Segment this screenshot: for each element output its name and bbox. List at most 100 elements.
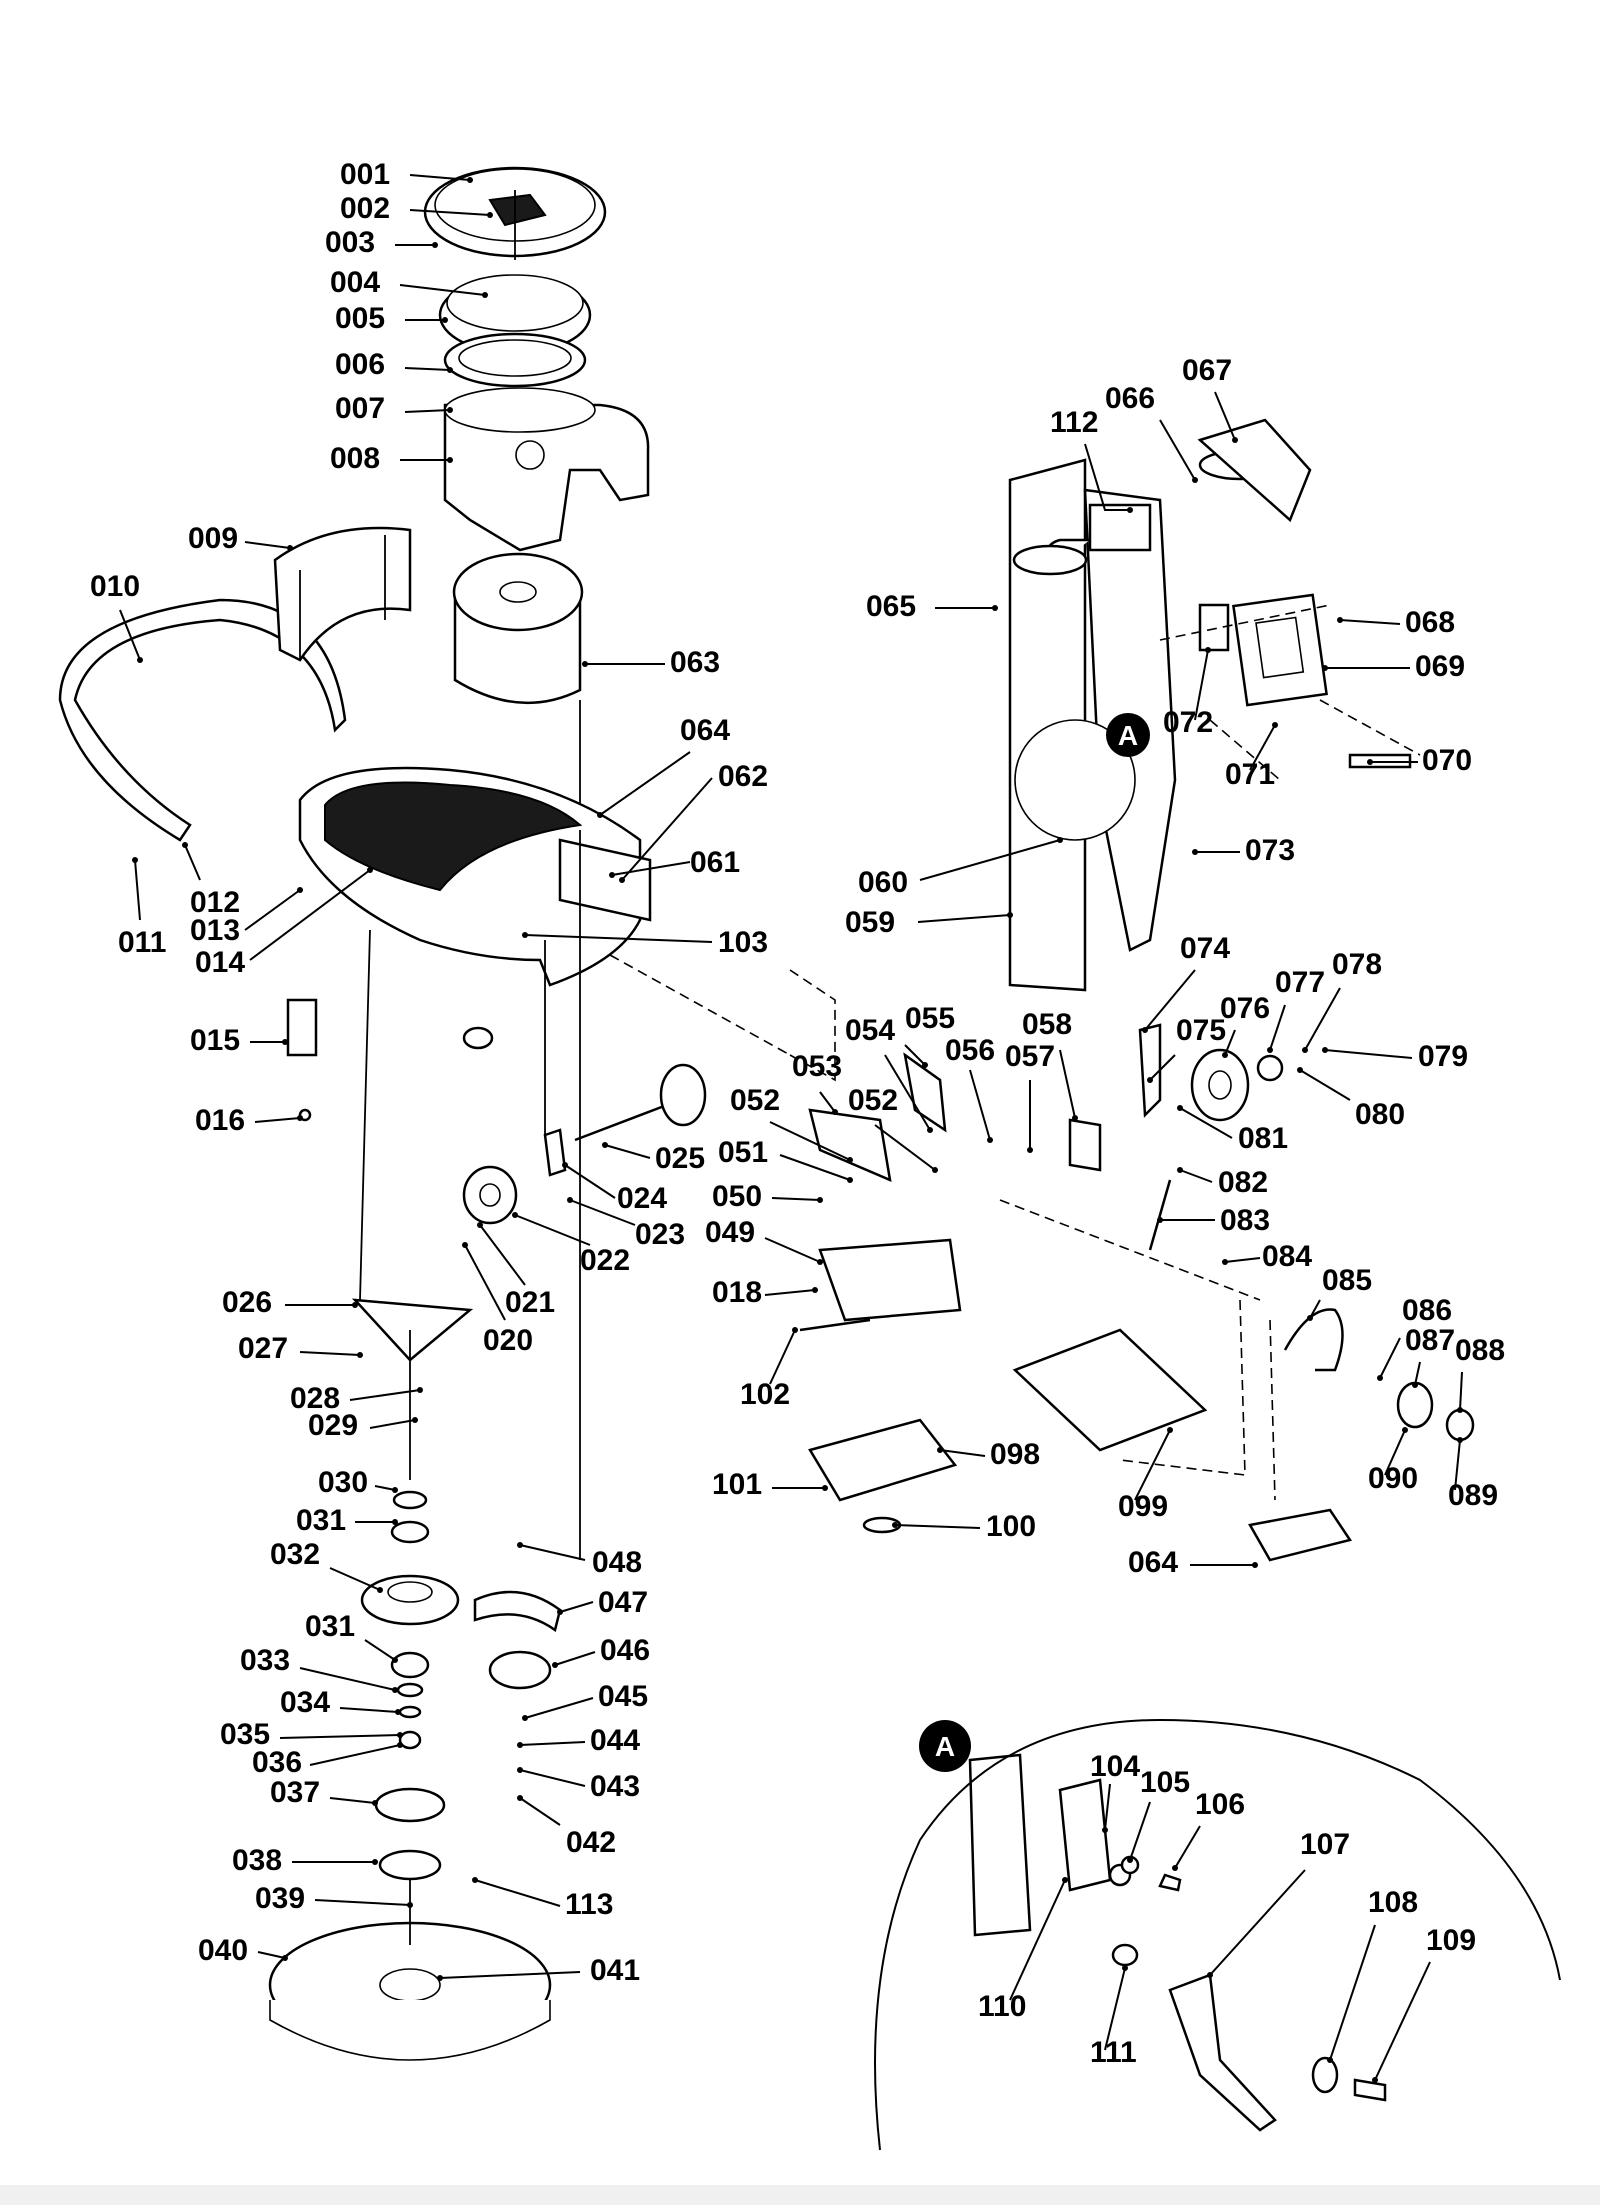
callout-015: 015: [190, 1024, 288, 1057]
callout-label: 083: [1220, 1204, 1270, 1237]
callout-069: 069: [1322, 650, 1465, 683]
callout-059: 059: [845, 906, 1013, 939]
callout-070: 070: [1367, 744, 1472, 777]
callout-113: 113: [472, 1877, 613, 1921]
leader-tip: [1232, 437, 1238, 443]
part-drawings: [58, 166, 1475, 2132]
leader-tip: [1027, 1147, 1033, 1153]
callout-031b: 031: [305, 1610, 398, 1663]
callout-label: 023: [635, 1218, 685, 1251]
detail-a-badge-main: A: [1106, 713, 1150, 757]
leader-tip: [397, 1732, 403, 1738]
callout-074: 074: [1142, 932, 1230, 1033]
footer-bar: [0, 2185, 1600, 2205]
callout-018: 018: [712, 1276, 818, 1309]
callout-089: 089: [1448, 1437, 1498, 1512]
leader-line: [257, 1951, 286, 1959]
callout-label: 065: [866, 590, 916, 623]
leader-line: [569, 1199, 636, 1226]
leader-tip: [297, 1115, 303, 1121]
leader-tip: [437, 1975, 443, 1981]
leader-line: [939, 1449, 986, 1457]
callout-label: 077: [1275, 966, 1325, 999]
callout-label: 082: [1218, 1166, 1268, 1199]
leader-tip: [447, 407, 453, 413]
leader-tip: [1172, 1865, 1178, 1871]
leader-tip: [1252, 1562, 1258, 1568]
detail-a-drawing: [968, 719, 1387, 2132]
callout-label: 013: [190, 914, 240, 947]
callout-label: 004: [330, 266, 380, 299]
callout-031a: 031: [296, 1504, 398, 1537]
leader-tip: [487, 212, 493, 218]
callout-105: 105: [1127, 1766, 1190, 1863]
leader-line: [309, 1744, 401, 1766]
leader-tip: [517, 1742, 523, 1748]
svg-text:A: A: [935, 1731, 955, 1762]
callout-009: 009: [188, 522, 293, 555]
callout-label: 038: [232, 1844, 282, 1877]
leader-tip: [467, 177, 473, 183]
leader-line: [1129, 1801, 1151, 1861]
leader-tip: [412, 1417, 418, 1423]
leader-tip: [517, 1542, 523, 1548]
leader-tip: [395, 1709, 401, 1715]
leader-line: [369, 1419, 416, 1429]
leader-line: [1194, 649, 1209, 721]
leader-line: [884, 1054, 931, 1131]
callout-008: 008: [330, 442, 453, 475]
leader-tip: [552, 1662, 558, 1668]
callout-088: 088: [1455, 1334, 1505, 1413]
callout-012: 012: [182, 842, 240, 919]
callout-010: 010: [90, 570, 143, 663]
callout-102: 102: [740, 1327, 798, 1411]
leader-tip: [1267, 1047, 1273, 1053]
callout-039: 039: [255, 1882, 413, 1915]
callout-label: 027: [238, 1332, 288, 1365]
linkage: [799, 1052, 1102, 1332]
callout-082: 082: [1177, 1166, 1268, 1199]
leader-tip: [417, 1387, 423, 1393]
leader-line: [1059, 1049, 1076, 1119]
leader-tip: [137, 657, 143, 663]
callout-022: 022: [512, 1212, 630, 1277]
callout-label: 076: [1220, 992, 1270, 1025]
leader-line: [771, 1197, 821, 1201]
callout-label: 088: [1455, 1334, 1505, 1367]
leader-tip: [1192, 477, 1198, 483]
callout-025: 025: [602, 1142, 705, 1175]
leader-line: [474, 1879, 561, 1907]
leader-line: [559, 1601, 594, 1613]
callout-label: 006: [335, 348, 385, 381]
callout-label: 101: [712, 1468, 762, 1501]
guide-lines: [359, 190, 1421, 1945]
leader-tip: [442, 317, 448, 323]
callout-label: 075: [1176, 1014, 1226, 1047]
leader-line: [399, 284, 486, 296]
leader-tip: [922, 1062, 928, 1068]
leader-tip: [892, 1522, 898, 1528]
leader-tip: [432, 242, 438, 248]
callout-label: 011: [118, 926, 166, 959]
callout-060: 060: [858, 837, 1063, 899]
leader-tip: [609, 872, 615, 878]
callout-042: 042: [517, 1795, 616, 1859]
leader-tip: [357, 1352, 363, 1358]
leader-line: [254, 1117, 301, 1123]
leader-line: [1179, 1107, 1233, 1139]
leader-line: [184, 844, 201, 881]
leader-tip: [832, 1109, 838, 1115]
callout-111: 111: [1090, 1965, 1137, 2069]
callout-014: 014: [195, 867, 373, 979]
leader-tip: [597, 812, 603, 818]
leader-tip: [562, 1162, 568, 1168]
leader-line: [1224, 1029, 1236, 1056]
leader-tip: [567, 1197, 573, 1203]
leader-tip: [602, 1142, 608, 1148]
callout-label: 064: [1128, 1546, 1178, 1579]
callout-046: 046: [552, 1634, 650, 1668]
callout-label: 054: [845, 1014, 895, 1047]
callout-label: 080: [1355, 1098, 1405, 1131]
callout-098: 098: [937, 1438, 1040, 1471]
callout-072: 072: [1163, 647, 1213, 739]
